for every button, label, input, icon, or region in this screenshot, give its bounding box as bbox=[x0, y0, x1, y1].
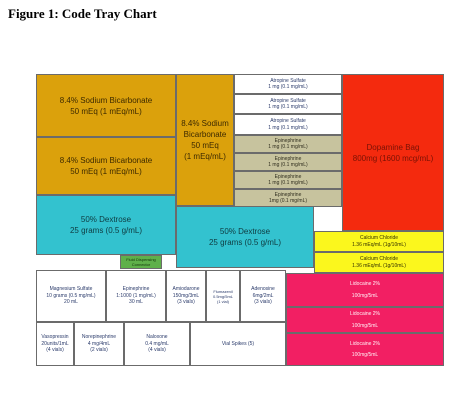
drug-dose: 1 mg (0.1 mg/mL) bbox=[268, 144, 308, 150]
magnesium-sulfate-box: Magnesium Sulfate 10 grams (0.5 mg/mL) 2… bbox=[36, 270, 106, 322]
drug-name: Naloxone bbox=[146, 334, 168, 341]
amiodarone-box: Amiodarone 150mg/3mL (3 vials) bbox=[166, 270, 206, 322]
drug-count: (1 vial) bbox=[216, 298, 229, 304]
drug-dose: 50 mEq (1 mEq/mL) bbox=[70, 106, 142, 116]
drug-count: (3 vials) bbox=[177, 299, 195, 306]
drug-dose: 10 grams (0.5 mg/mL) bbox=[46, 292, 96, 299]
dopamine-bag-box: Dopamine Bag 800mg (1600 mcg/mL) bbox=[342, 74, 444, 231]
drug-name: Lidocaine 2% bbox=[349, 340, 381, 347]
item-name-line: Fluid Dispensing bbox=[126, 257, 156, 262]
drug-name-line: Bicarbonate bbox=[183, 130, 227, 139]
drug-dose: 20units/1mL bbox=[41, 340, 69, 347]
adenosine-box: Adenosine 6mg/2mL (3 vials) bbox=[240, 270, 286, 322]
vasopressin-box: Vasopressin 20units/1mL (4 vials) bbox=[36, 322, 74, 366]
lidocaine-box-3: Lidocaine 2% 100mg/5mL bbox=[286, 333, 444, 366]
drug-name: Atropine Sulfate bbox=[270, 77, 306, 84]
drug-name: Atropine Sulfate bbox=[270, 97, 306, 104]
drug-dose: 1 mg (0.1 mg/mL) bbox=[268, 104, 308, 110]
epinephrine-syringe-box: Epinephrine 1:1000 (1 mg/mL) 30 mL bbox=[106, 270, 166, 322]
drug-name: Lidocaine 2% bbox=[349, 281, 381, 287]
drug-name: Magnesium Sulfate bbox=[49, 286, 93, 293]
figure-title: Figure 1: Code Tray Chart bbox=[8, 6, 157, 21]
drug-dose: 150mg/3mL bbox=[172, 292, 200, 299]
drug-name: Epinephrine bbox=[274, 155, 302, 162]
drug-name: 8.4% Sodium Bicarbonate bbox=[59, 95, 153, 105]
lidocaine-box-1: Lidocaine 2% 100mg/5mL bbox=[286, 273, 444, 307]
drug-dose: 50 mEq (1 mEq/mL) bbox=[70, 167, 142, 176]
drug-dose: 6mg/2mL bbox=[252, 292, 274, 299]
drug-name: Amiodarone bbox=[172, 286, 200, 293]
bicarbonate-box-3: 8.4% Sodium Bicarbonate 50 mEq (1 mEq/mL… bbox=[176, 74, 234, 206]
drug-name: 50% Dextrose bbox=[219, 227, 271, 236]
drug-dose: 1:1000 (1 mg/mL) bbox=[116, 292, 156, 299]
epinephrine-box-2: Epinephrine 1 mg (0.1 mg/mL) bbox=[234, 153, 342, 171]
drug-name: Calcium Chloride bbox=[359, 235, 399, 241]
drug-count: (3 vials) bbox=[254, 299, 272, 306]
drug-dose: 1mg (0.1 mg/mL) bbox=[268, 198, 308, 204]
drug-dose: 1.36 mEq/mL (1g/10mL) bbox=[352, 262, 406, 269]
epinephrine-box-1: Epinephrine 1 mg (0.1 mg/mL) bbox=[234, 135, 342, 153]
lidocaine-box-2: Lidocaine 2% 100mg/5mL bbox=[286, 307, 444, 333]
atropine-box-2: Atropine Sulfate 1 mg (0.1 mg/mL) bbox=[234, 94, 342, 114]
drug-volume: 30 mL bbox=[129, 299, 143, 306]
drug-name: Vasopressin bbox=[41, 334, 69, 341]
drug-dose: 0.4 mg/mL bbox=[145, 340, 169, 347]
atropine-box-3: Atropine Sulfate 1 mg (0.1 mg/mL) bbox=[234, 114, 342, 135]
drug-name: Epinephrine bbox=[274, 173, 302, 180]
drug-name: Calcium Chloride bbox=[359, 256, 399, 262]
drug-name: Epinephrine bbox=[274, 191, 302, 198]
drug-name: Norepinephrine bbox=[81, 334, 117, 341]
atropine-box-1: Atropine Sulfate 1 mg (0.1 mg/mL) bbox=[234, 74, 342, 94]
vial-spikes-box: Vial Spikes (5) bbox=[190, 322, 286, 366]
drug-dose: 100mg/5mL bbox=[351, 292, 379, 299]
drug-name: 50% Dextrose bbox=[80, 215, 132, 224]
item-name-line: Connector bbox=[131, 262, 151, 267]
flumazenil-box: Flumazenil 0.5mg/5mL (1 vial) bbox=[206, 270, 240, 322]
norepinephrine-box: Norepinephrine 4 mg/4mL (2 vials) bbox=[74, 322, 124, 366]
calcium-chloride-box-1: Calcium Chloride 1.36 mEq/mL (1g/10mL) bbox=[314, 231, 444, 252]
drug-dose-line: 50 mEq bbox=[191, 141, 219, 150]
drug-name: Flumazenil bbox=[213, 288, 233, 294]
code-tray: 8.4% Sodium Bicarbonate 50 mEq (1 mEq/mL… bbox=[36, 74, 444, 394]
drug-dose: 800mg (1600 mcg/mL) bbox=[352, 153, 434, 163]
dextrose-box-1: 50% Dextrose 25 grams (0.5 g/mL) bbox=[36, 195, 176, 255]
drug-dose: 25 grams (0.5 g/mL) bbox=[208, 238, 282, 247]
bicarbonate-box-2: 8.4% Sodium Bicarbonate 50 mEq (1 mEq/mL… bbox=[36, 137, 176, 195]
dextrose-box-2: 50% Dextrose 25 grams (0.5 g/mL) bbox=[176, 206, 314, 268]
drug-name: Dopamine Bag bbox=[366, 142, 420, 152]
drug-dose-line: (1 mEq/mL) bbox=[184, 152, 226, 161]
drug-name: Lidocaine 2% bbox=[349, 311, 381, 317]
drug-count: (2 vials) bbox=[90, 347, 108, 354]
naloxone-box: Naloxone 0.4 mg/mL (4 vials) bbox=[124, 322, 190, 366]
drug-dose: 1.36 mEq/mL (1g/10mL) bbox=[352, 241, 406, 248]
drug-dose: 1 mg (0.1 mg/mL) bbox=[268, 124, 308, 131]
epinephrine-box-3: Epinephrine 1 mg (0.1 mg/mL) bbox=[234, 171, 342, 189]
drug-dose: 1 mg (0.1 mg/mL) bbox=[268, 84, 308, 90]
drug-name: 8.4% Sodium Bicarbonate bbox=[59, 156, 153, 165]
drug-dose: 100mg/5mL bbox=[351, 322, 379, 329]
bicarbonate-box-1: 8.4% Sodium Bicarbonate 50 mEq (1 mEq/mL… bbox=[36, 74, 176, 137]
drug-name: Atropine Sulfate bbox=[270, 118, 306, 124]
item-name: Vial Spikes (5) bbox=[221, 340, 255, 347]
drug-name-line: 8.4% Sodium bbox=[181, 119, 229, 128]
drug-dose: 4 mg/4mL bbox=[87, 340, 111, 347]
drug-dose: 1 mg (0.1 mg/mL) bbox=[268, 180, 308, 186]
drug-dose: 0.5mg/5mL bbox=[212, 293, 233, 299]
drug-dose: 1 mg (0.1 mg/mL) bbox=[268, 162, 308, 168]
fluid-dispensing-connector-box: Fluid Dispensing Connector bbox=[120, 255, 162, 269]
drug-name: Epinephrine bbox=[274, 137, 302, 144]
calcium-chloride-box-2: Calcium Chloride 1.36 mEq/mL (1g/10mL) bbox=[314, 252, 444, 273]
drug-count: (4 vials) bbox=[148, 347, 166, 354]
drug-volume: 20 mL bbox=[64, 299, 78, 306]
epinephrine-box-4: Epinephrine 1mg (0.1 mg/mL) bbox=[234, 189, 342, 207]
drug-count: (4 vials) bbox=[46, 347, 64, 354]
drug-name: Adenosine bbox=[251, 286, 275, 293]
drug-name: Epinephrine bbox=[122, 286, 150, 293]
drug-dose: 100mg/5mL bbox=[351, 352, 379, 358]
drug-dose: 25 grams (0.5 g/mL) bbox=[69, 226, 143, 235]
